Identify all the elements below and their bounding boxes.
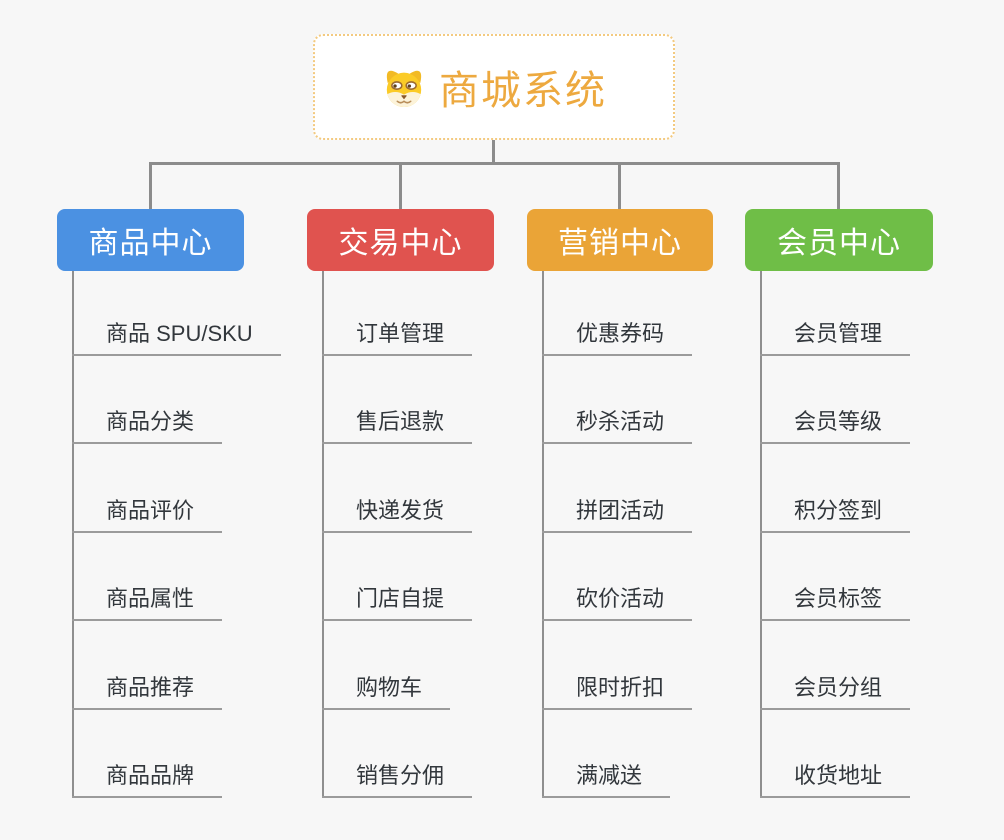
- leaf-node[interactable]: 订单管理: [322, 320, 473, 356]
- leaf-node[interactable]: 会员管理: [760, 320, 911, 356]
- leaf-node[interactable]: 快递发货: [322, 497, 473, 533]
- branch-label: 交易中心: [338, 227, 463, 260]
- leaf-node[interactable]: 会员分组: [760, 674, 911, 710]
- trunk-member-center: [760, 271, 762, 798]
- connector-horizontal-rail: [149, 162, 839, 165]
- leaf-node[interactable]: 拼团活动: [542, 497, 693, 533]
- leaf-node[interactable]: 商品品牌: [72, 762, 223, 798]
- branch-label: 商品中心: [88, 227, 213, 260]
- leaf-node[interactable]: 限时折扣: [542, 674, 693, 710]
- leaf-node[interactable]: 满减送: [542, 762, 671, 798]
- leaf-node[interactable]: 收货地址: [760, 762, 911, 798]
- leaf-node[interactable]: 商品 SPU/SKU: [72, 320, 281, 356]
- leaf-node[interactable]: 积分签到: [760, 497, 911, 533]
- leaf-node[interactable]: 商品属性: [72, 585, 223, 621]
- leaf-node[interactable]: 门店自提: [322, 585, 473, 621]
- trunk-trade-center: [322, 271, 324, 798]
- leaf-node[interactable]: 商品推荐: [72, 674, 223, 710]
- shiba-dog-icon: [386, 70, 422, 108]
- leaf-node[interactable]: 会员标签: [760, 585, 911, 621]
- leaf-node[interactable]: 秒杀活动: [542, 408, 693, 444]
- trunk-marketing-center: [542, 271, 544, 798]
- connector-stub-member-center: [837, 162, 840, 210]
- leaf-node[interactable]: 砍价活动: [542, 585, 693, 621]
- connector-root-stub: [492, 140, 495, 163]
- connector-stub-product-center: [149, 162, 152, 210]
- branch-node-member-center[interactable]: 会员中心: [745, 209, 933, 271]
- leaf-node[interactable]: 优惠券码: [542, 320, 693, 356]
- connector-stub-marketing-center: [618, 162, 621, 210]
- connector-stub-trade-center: [399, 162, 402, 210]
- trunk-product-center: [72, 271, 74, 798]
- leaf-node[interactable]: 购物车: [322, 674, 451, 710]
- leaf-node[interactable]: 售后退款: [322, 408, 473, 444]
- root-title: 商城系统: [439, 69, 607, 113]
- root-node[interactable]: 商城系统: [313, 34, 675, 140]
- leaf-node[interactable]: 会员等级: [760, 408, 911, 444]
- leaf-node[interactable]: 商品分类: [72, 408, 223, 444]
- branch-node-marketing-center[interactable]: 营销中心: [527, 209, 713, 271]
- branch-label: 会员中心: [777, 227, 901, 260]
- leaf-node[interactable]: 商品评价: [72, 497, 223, 533]
- leaf-node[interactable]: 销售分佣: [322, 762, 473, 798]
- branch-node-trade-center[interactable]: 交易中心: [307, 209, 494, 271]
- branch-label: 营销中心: [558, 227, 682, 260]
- branch-node-product-center[interactable]: 商品中心: [57, 209, 244, 271]
